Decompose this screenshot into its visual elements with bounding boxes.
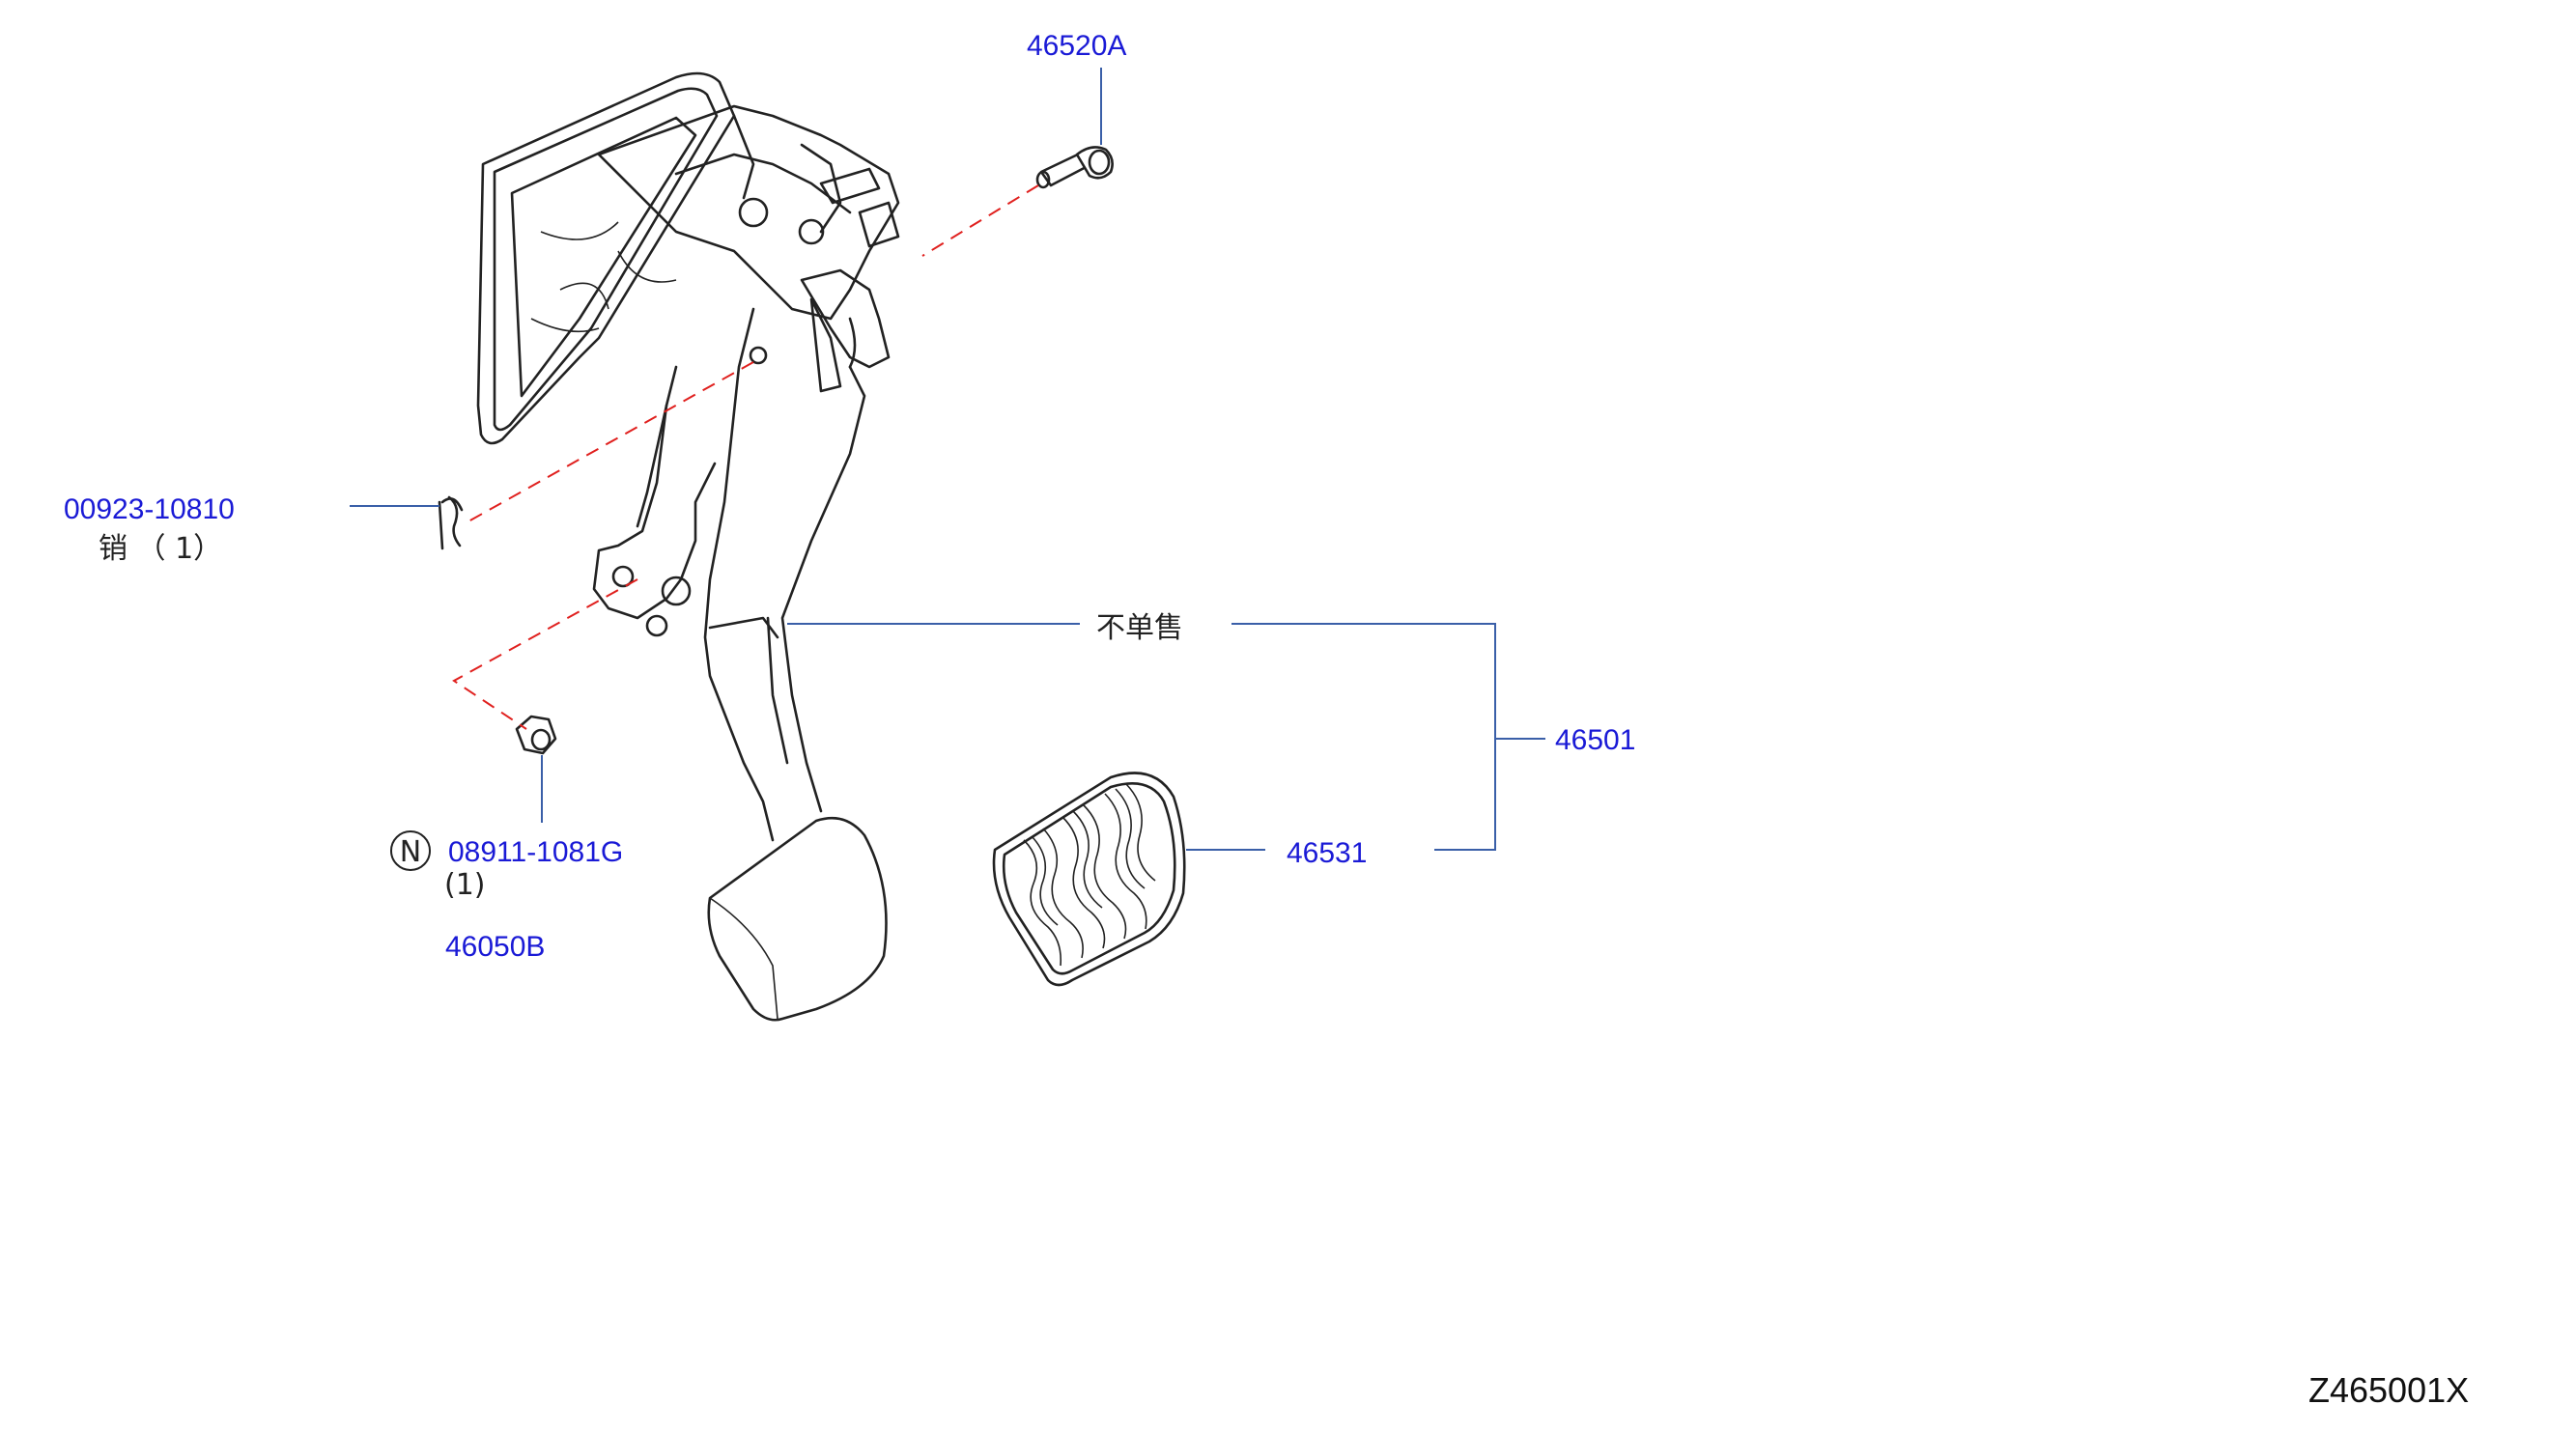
nut-dashed-line: [452, 578, 638, 730]
pedal-arm-drawing: [703, 307, 888, 1022]
nut-drawing: [515, 715, 557, 755]
snap-pin-drawing: [438, 495, 464, 550]
pedal-pad-part-number[interactable]: 46531: [1287, 837, 1367, 869]
nut-qty: (1): [444, 868, 486, 902]
nut-part-number[interactable]: 08911-1081G: [448, 836, 623, 868]
bolt-dashed-line: [921, 184, 1039, 257]
bolt-part-number[interactable]: 46520A: [1027, 30, 1126, 62]
pedal-assy-part-number[interactable]: 46501: [1555, 724, 1635, 756]
pedal-assy-bracket: [1231, 623, 1496, 851]
pin-note: 销 （ 1）: [99, 532, 222, 566]
pedal-bracket-drawing: [476, 71, 900, 637]
pin-dashed-line: [467, 361, 754, 522]
bolt-drawing: [1035, 146, 1114, 189]
pedal-assy-note: 不单售: [1096, 611, 1183, 645]
pin-part-number[interactable]: 00923-10810: [64, 493, 235, 525]
nut-badge-letter: N: [400, 835, 421, 869]
pedal-pad-drawing: [992, 772, 1186, 987]
assembly-dashed-lines: [452, 184, 1039, 730]
nut-new-badge: N: [390, 830, 431, 871]
leader-lines: [350, 68, 1545, 851]
assembly-part-number[interactable]: 46050B: [445, 931, 545, 963]
diagram-code: Z465001X: [2308, 1370, 2469, 1410]
